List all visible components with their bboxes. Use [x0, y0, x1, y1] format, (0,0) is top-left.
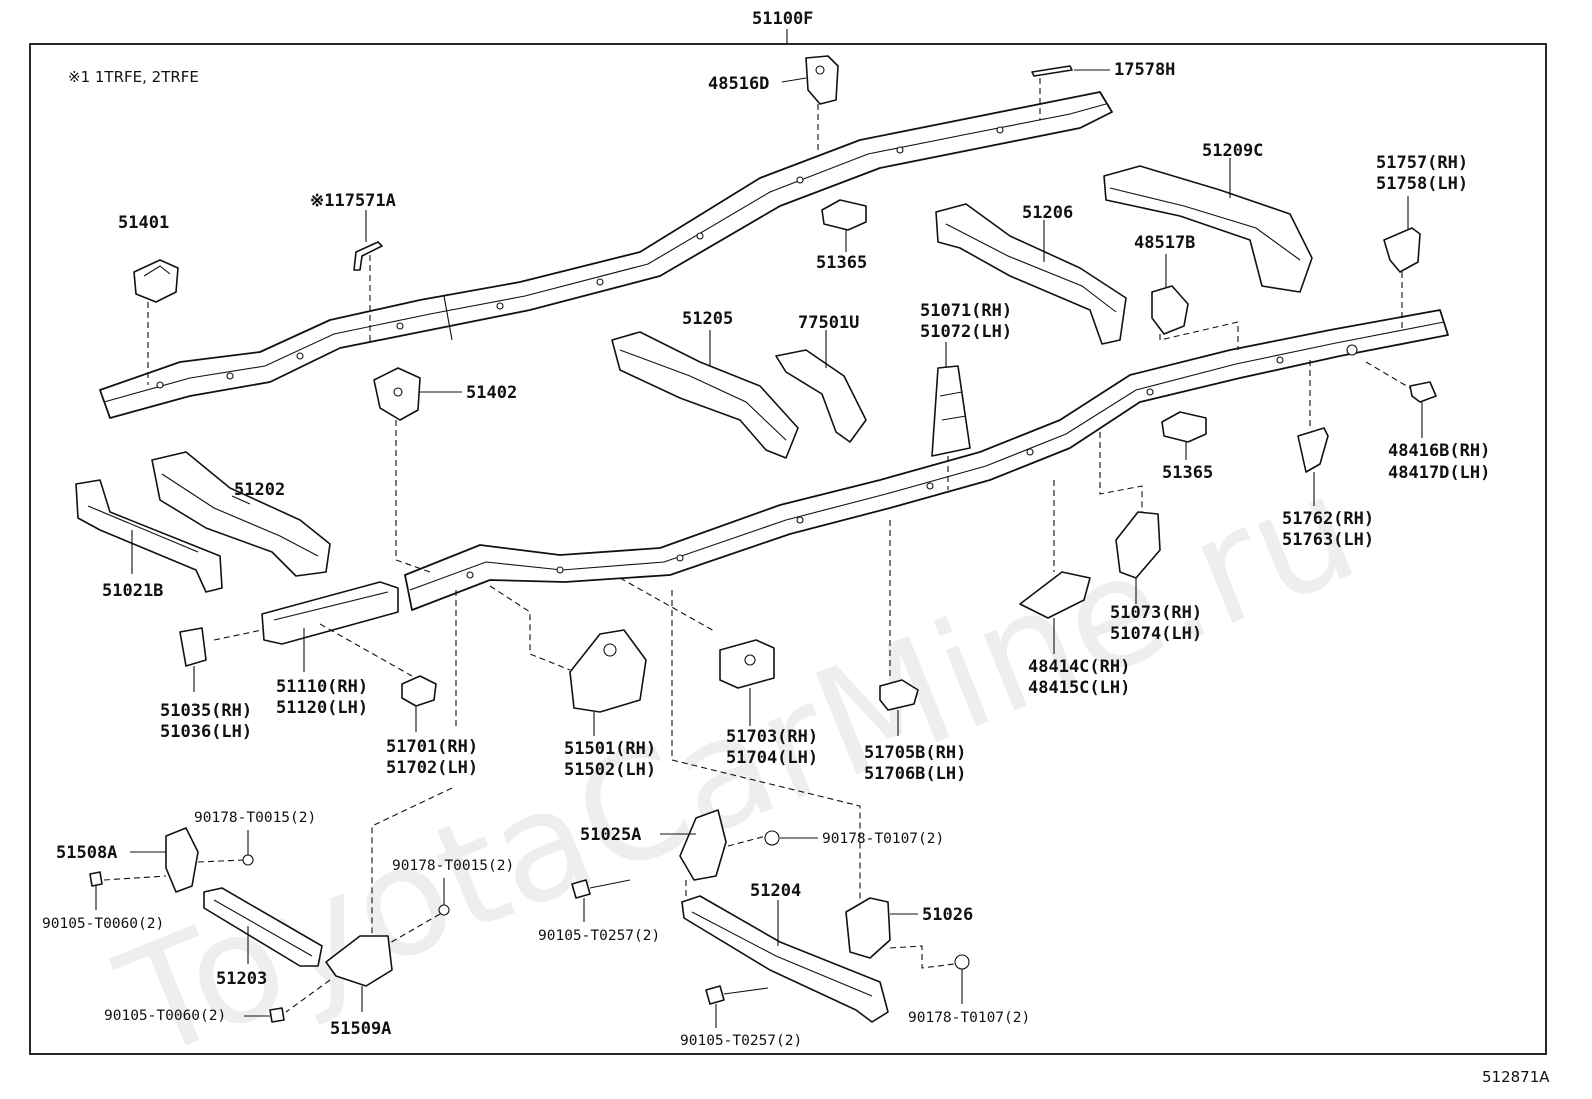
label-51702: 51702(LH) — [386, 758, 478, 778]
part-17571A — [353, 210, 383, 345]
label-48415C: 48415C(LH) — [1028, 678, 1130, 698]
part-51701 — [401, 675, 437, 732]
label-51757: 51757(RH) — [1376, 153, 1468, 173]
label-51206: 51206 — [1022, 203, 1073, 223]
label-51706B: 51706B(LH) — [864, 764, 966, 784]
label-51509A: 51509A — [330, 1019, 391, 1039]
part-51402 — [373, 367, 462, 573]
label-17571A: ※117571A — [310, 191, 396, 211]
part-17578H — [1031, 65, 1110, 120]
label-51703: 51703(RH) — [726, 727, 818, 747]
part-51110 — [213, 581, 413, 677]
label-51365-upper: 51365 — [816, 253, 867, 273]
part-48414C — [1019, 480, 1091, 654]
label-90105-T0257-b: 90105-T0257(2) — [680, 1033, 802, 1049]
label-51036: 51036(LH) — [160, 722, 252, 742]
label-51073: 51073(RH) — [1110, 603, 1202, 623]
label-51205: 51205 — [682, 309, 733, 329]
left-frame-rail — [99, 91, 1113, 419]
label-90178-T0107-a: 90178-T0107(2) — [822, 831, 944, 847]
label-51072: 51072(LH) — [920, 322, 1012, 342]
label-51704: 51704(LH) — [726, 748, 818, 768]
label-51508A: 51508A — [56, 843, 117, 863]
label-51501: 51501(RH) — [564, 739, 656, 759]
label-51502: 51502(LH) — [564, 760, 656, 780]
part-51509A — [244, 935, 393, 1023]
label-51026: 51026 — [922, 905, 973, 925]
label-51763: 51763(LH) — [1282, 530, 1374, 550]
part-51073 — [1099, 432, 1161, 604]
label-48517B: 48517B — [1134, 233, 1195, 253]
label-90178-T0107-b: 90178-T0107(2) — [908, 1010, 1030, 1026]
part-51025A — [660, 809, 767, 906]
label-90178-T0015-a: 90178-T0015(2) — [194, 810, 316, 826]
label-48516D: 48516D — [708, 74, 769, 94]
nut-90178-T0107-a — [764, 830, 818, 846]
part-51035 — [179, 627, 207, 692]
part-51205 — [611, 330, 799, 459]
part-51202 — [151, 451, 331, 577]
part-51203 — [203, 887, 323, 967]
label-51365-lower: 51365 — [1162, 463, 1213, 483]
label-51204: 51204 — [750, 881, 801, 901]
dash-to-51509A — [371, 787, 453, 936]
dash-to-51204 — [671, 590, 861, 900]
part-51501 — [489, 585, 647, 736]
part-77501U — [775, 330, 867, 443]
label-51035: 51035(RH) — [160, 701, 252, 721]
part-51762 — [1297, 360, 1329, 506]
label-51071: 51071(RH) — [920, 301, 1012, 321]
part-51365-lower — [1161, 411, 1207, 460]
label-51110: 51110(RH) — [276, 677, 368, 697]
part-51703 — [619, 577, 775, 726]
bolt-90105-T0257-a — [571, 879, 631, 922]
part-51508A — [103, 827, 254, 893]
label-51402: 51402 — [466, 383, 517, 403]
label-48416B: 48416B(RH) — [1388, 441, 1490, 461]
part-51026 — [845, 897, 955, 969]
label-90105-T0060-b: 90105-T0060(2) — [104, 1008, 226, 1024]
bolt-90105-T0060-a — [89, 871, 103, 910]
part-51206 — [935, 203, 1127, 345]
label-90178-T0015-b: 90178-T0015(2) — [392, 858, 514, 874]
label-51762: 51762(RH) — [1282, 509, 1374, 529]
part-48517B — [1151, 254, 1239, 350]
nut-90178-T0107-b — [954, 954, 970, 1004]
label-51401: 51401 — [118, 213, 169, 233]
label-51758: 51758(LH) — [1376, 174, 1468, 194]
part-51021B — [75, 479, 223, 593]
label-51074: 51074(LH) — [1110, 624, 1202, 644]
part-48416B — [1365, 361, 1437, 438]
label-48417D: 48417D(LH) — [1388, 463, 1490, 483]
part-51401 — [133, 259, 179, 385]
part-51071 — [931, 342, 971, 490]
part-51757 — [1383, 196, 1421, 328]
part-51204 — [681, 895, 889, 1023]
label-51025A: 51025A — [580, 825, 641, 845]
label-51120: 51120(LH) — [276, 698, 368, 718]
label-51100F: 51100F — [752, 9, 813, 29]
part-51365-upper — [821, 199, 867, 252]
label-51701: 51701(RH) — [386, 737, 478, 757]
label-51021B: 51021B — [102, 581, 163, 601]
label-51209C: 51209C — [1202, 141, 1263, 161]
label-51705B: 51705B(RH) — [864, 743, 966, 763]
part-51705B — [879, 520, 919, 736]
label-17578H: 17578H — [1114, 60, 1175, 80]
figure-code: 512871A — [1482, 1068, 1550, 1086]
right-frame-rail — [404, 309, 1449, 611]
label-48414C: 48414C(RH) — [1028, 657, 1130, 677]
nut-90178-T0015-b — [438, 904, 450, 916]
engine-note: ※1 1TRFE, 2TRFE — [68, 68, 199, 86]
bolt-90105-T0257-b — [705, 985, 769, 1028]
part-48516D — [781, 55, 839, 150]
label-51202: 51202 — [234, 480, 285, 500]
label-77501U: 77501U — [798, 313, 859, 333]
diagram-border — [29, 43, 1547, 1055]
part-51209C — [1103, 158, 1313, 293]
label-51203: 51203 — [216, 969, 267, 989]
label-90105-T0060-a: 90105-T0060(2) — [42, 916, 164, 932]
label-90105-T0257-a: 90105-T0257(2) — [538, 928, 660, 944]
